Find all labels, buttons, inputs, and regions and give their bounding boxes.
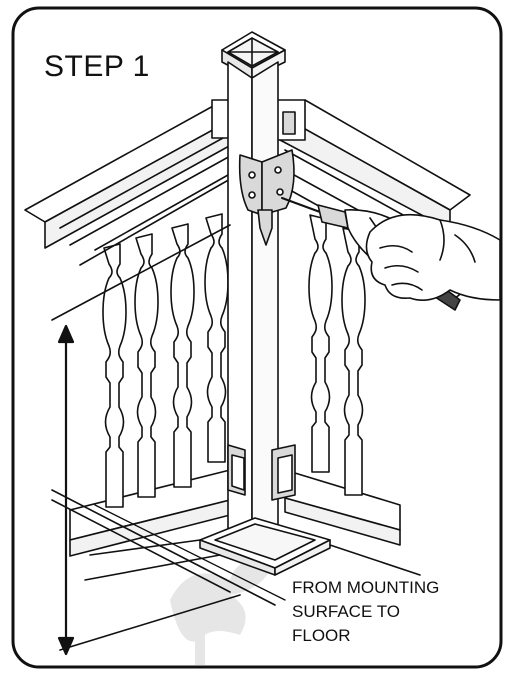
left-top-rail: [24, 104, 241, 266]
caption-line-2: SURFACE TO: [292, 602, 401, 621]
left-balusters: [102, 213, 229, 508]
bottom-rail-brackets: [227, 444, 296, 501]
caption-line-3: FLOOR: [292, 626, 351, 645]
right-balusters: [308, 214, 366, 496]
base-plate: [199, 517, 331, 576]
caption-leader-line: [94, 504, 286, 601]
caption-line-1: FROM MOUNTING: [292, 578, 440, 597]
step-title: STEP 1: [44, 50, 150, 83]
double-arrow-icon: [57, 324, 75, 656]
surface-lines: [51, 224, 421, 651]
hand-icon: [365, 213, 501, 301]
measurement-caption: FROM MOUNTING SURFACE TO FLOOR: [292, 576, 439, 648]
